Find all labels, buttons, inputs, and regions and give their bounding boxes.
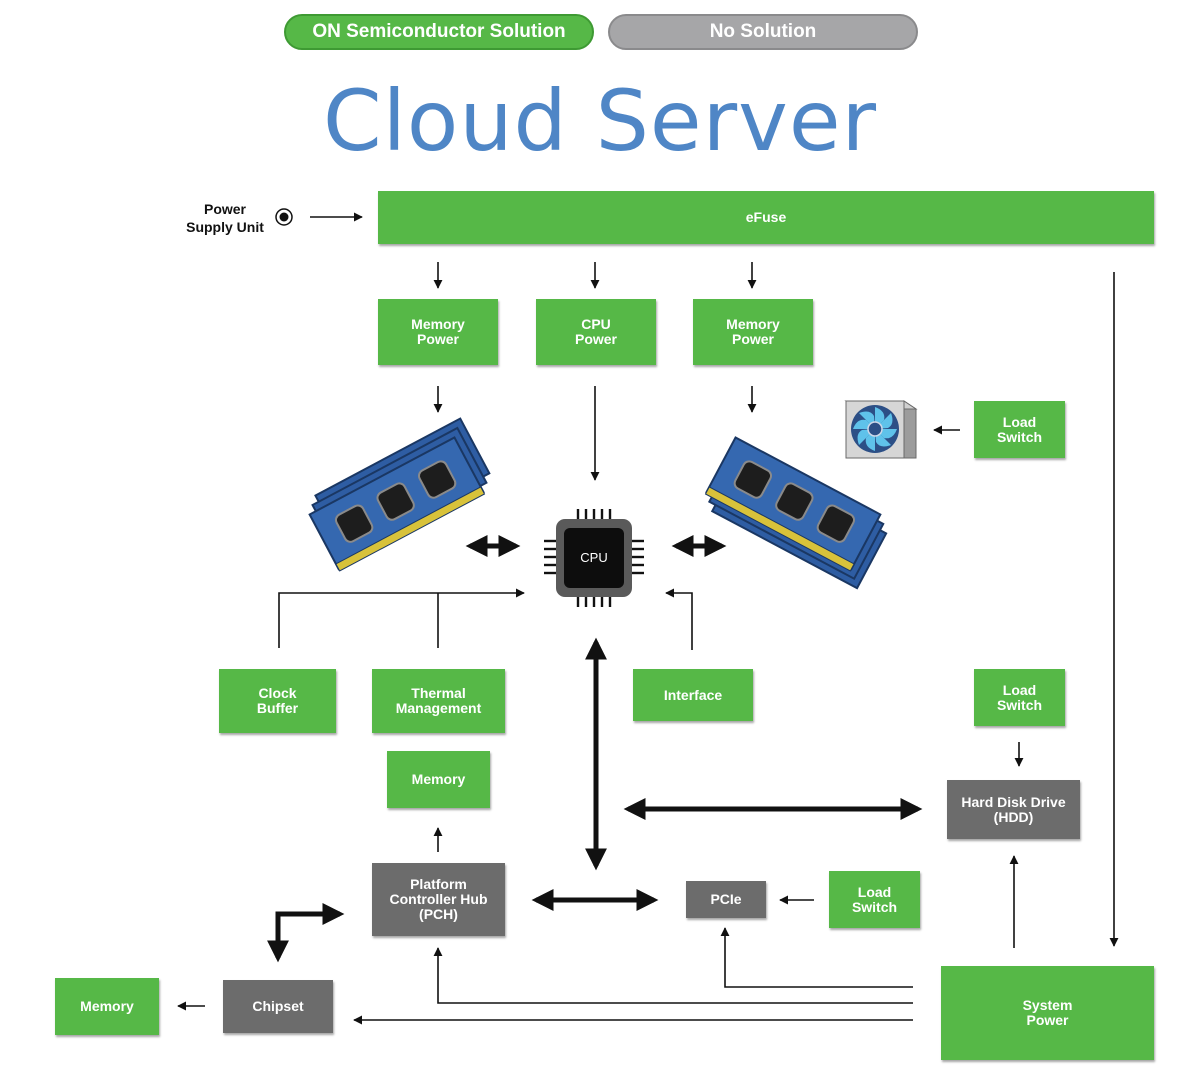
- block-label-line2: Controller Hub: [389, 891, 488, 907]
- block-label-line1: Interface: [663, 686, 723, 703]
- power-supply-unit-label: Power Supply Unit: [180, 200, 270, 236]
- cpu-chip-icon: [544, 509, 644, 607]
- block-label-line2: Buffer: [256, 700, 299, 716]
- system-power-block: System Power: [941, 966, 1154, 1060]
- legend-solution-badge: ON Semiconductor Solution: [284, 14, 594, 50]
- clock-buffer-block: Clock Buffer: [219, 669, 336, 733]
- block-label-line1: CPU: [581, 316, 611, 332]
- memory-power-left-block: Memory Power: [378, 299, 498, 365]
- efuse-block: eFuse: [378, 191, 1154, 244]
- block-label-line1: System: [1022, 997, 1073, 1013]
- block-label-line1: Clock: [258, 685, 297, 701]
- block-label-line1: Chipset: [252, 998, 304, 1014]
- pcie-block: PCIe: [686, 881, 766, 918]
- block-label-line1: Load: [1002, 413, 1037, 430]
- block-label-line1: Memory: [80, 998, 134, 1014]
- block-label-line2: Switch: [996, 428, 1043, 445]
- block-label-line2: Switch: [996, 696, 1043, 713]
- interface-block: Interface: [633, 669, 753, 721]
- block-label-line1: Memory: [411, 771, 466, 787]
- load-switch-hdd-block: Load Switch: [974, 669, 1065, 726]
- memory-module-icon: [704, 436, 888, 590]
- psu-label-line1: Power: [203, 201, 246, 217]
- block-label-line2: Power: [574, 331, 617, 347]
- block-label-line2: Power: [731, 331, 774, 347]
- hdd-block: Hard Disk Drive (HDD): [947, 780, 1080, 839]
- efuse-label: eFuse: [745, 209, 787, 225]
- psu-label-line2: Supply Unit: [186, 219, 264, 235]
- cpu-power-block: CPU Power: [536, 299, 656, 365]
- thermal-management-block: Thermal Management: [372, 669, 505, 733]
- pch-block: Platform Controller Hub (PCH): [372, 863, 505, 936]
- cpu-chip-label: CPU: [580, 550, 608, 565]
- block-label-line2: (HDD): [993, 808, 1034, 825]
- block-label-line1: Platform: [410, 876, 467, 892]
- block-label-line2: Power: [1026, 1012, 1069, 1028]
- block-label-line1: Load: [1002, 681, 1037, 698]
- block-label-line1: Thermal: [411, 685, 466, 701]
- legend-no-solution-badge: No Solution: [608, 14, 918, 50]
- chipset-block: Chipset: [223, 980, 333, 1033]
- block-label-line1: PCIe: [710, 891, 742, 907]
- cooling-fan-icon: [844, 400, 918, 459]
- block-label-line1: Hard Disk Drive: [961, 793, 1066, 810]
- power-connector-icon: [275, 208, 293, 226]
- block-label-line1: Memory: [411, 316, 465, 332]
- memory-power-right-block: Memory Power: [693, 299, 813, 365]
- block-label-line3: (PCH): [419, 906, 458, 922]
- block-label-line1: Memory: [726, 316, 780, 332]
- memory-module-icon: [308, 417, 491, 572]
- memory-pch-block: Memory: [387, 751, 490, 808]
- page-title: Cloud Server: [322, 72, 878, 170]
- load-switch-pcie-block: Load Switch: [829, 871, 920, 928]
- block-label-line1: Load: [857, 883, 892, 900]
- load-switch-fan-block: Load Switch: [974, 401, 1065, 458]
- memory-chipset-block: Memory: [55, 978, 159, 1035]
- block-label-line2: Power: [416, 331, 459, 347]
- block-label-line2: Switch: [851, 898, 898, 915]
- block-label-line2: Management: [395, 700, 482, 716]
